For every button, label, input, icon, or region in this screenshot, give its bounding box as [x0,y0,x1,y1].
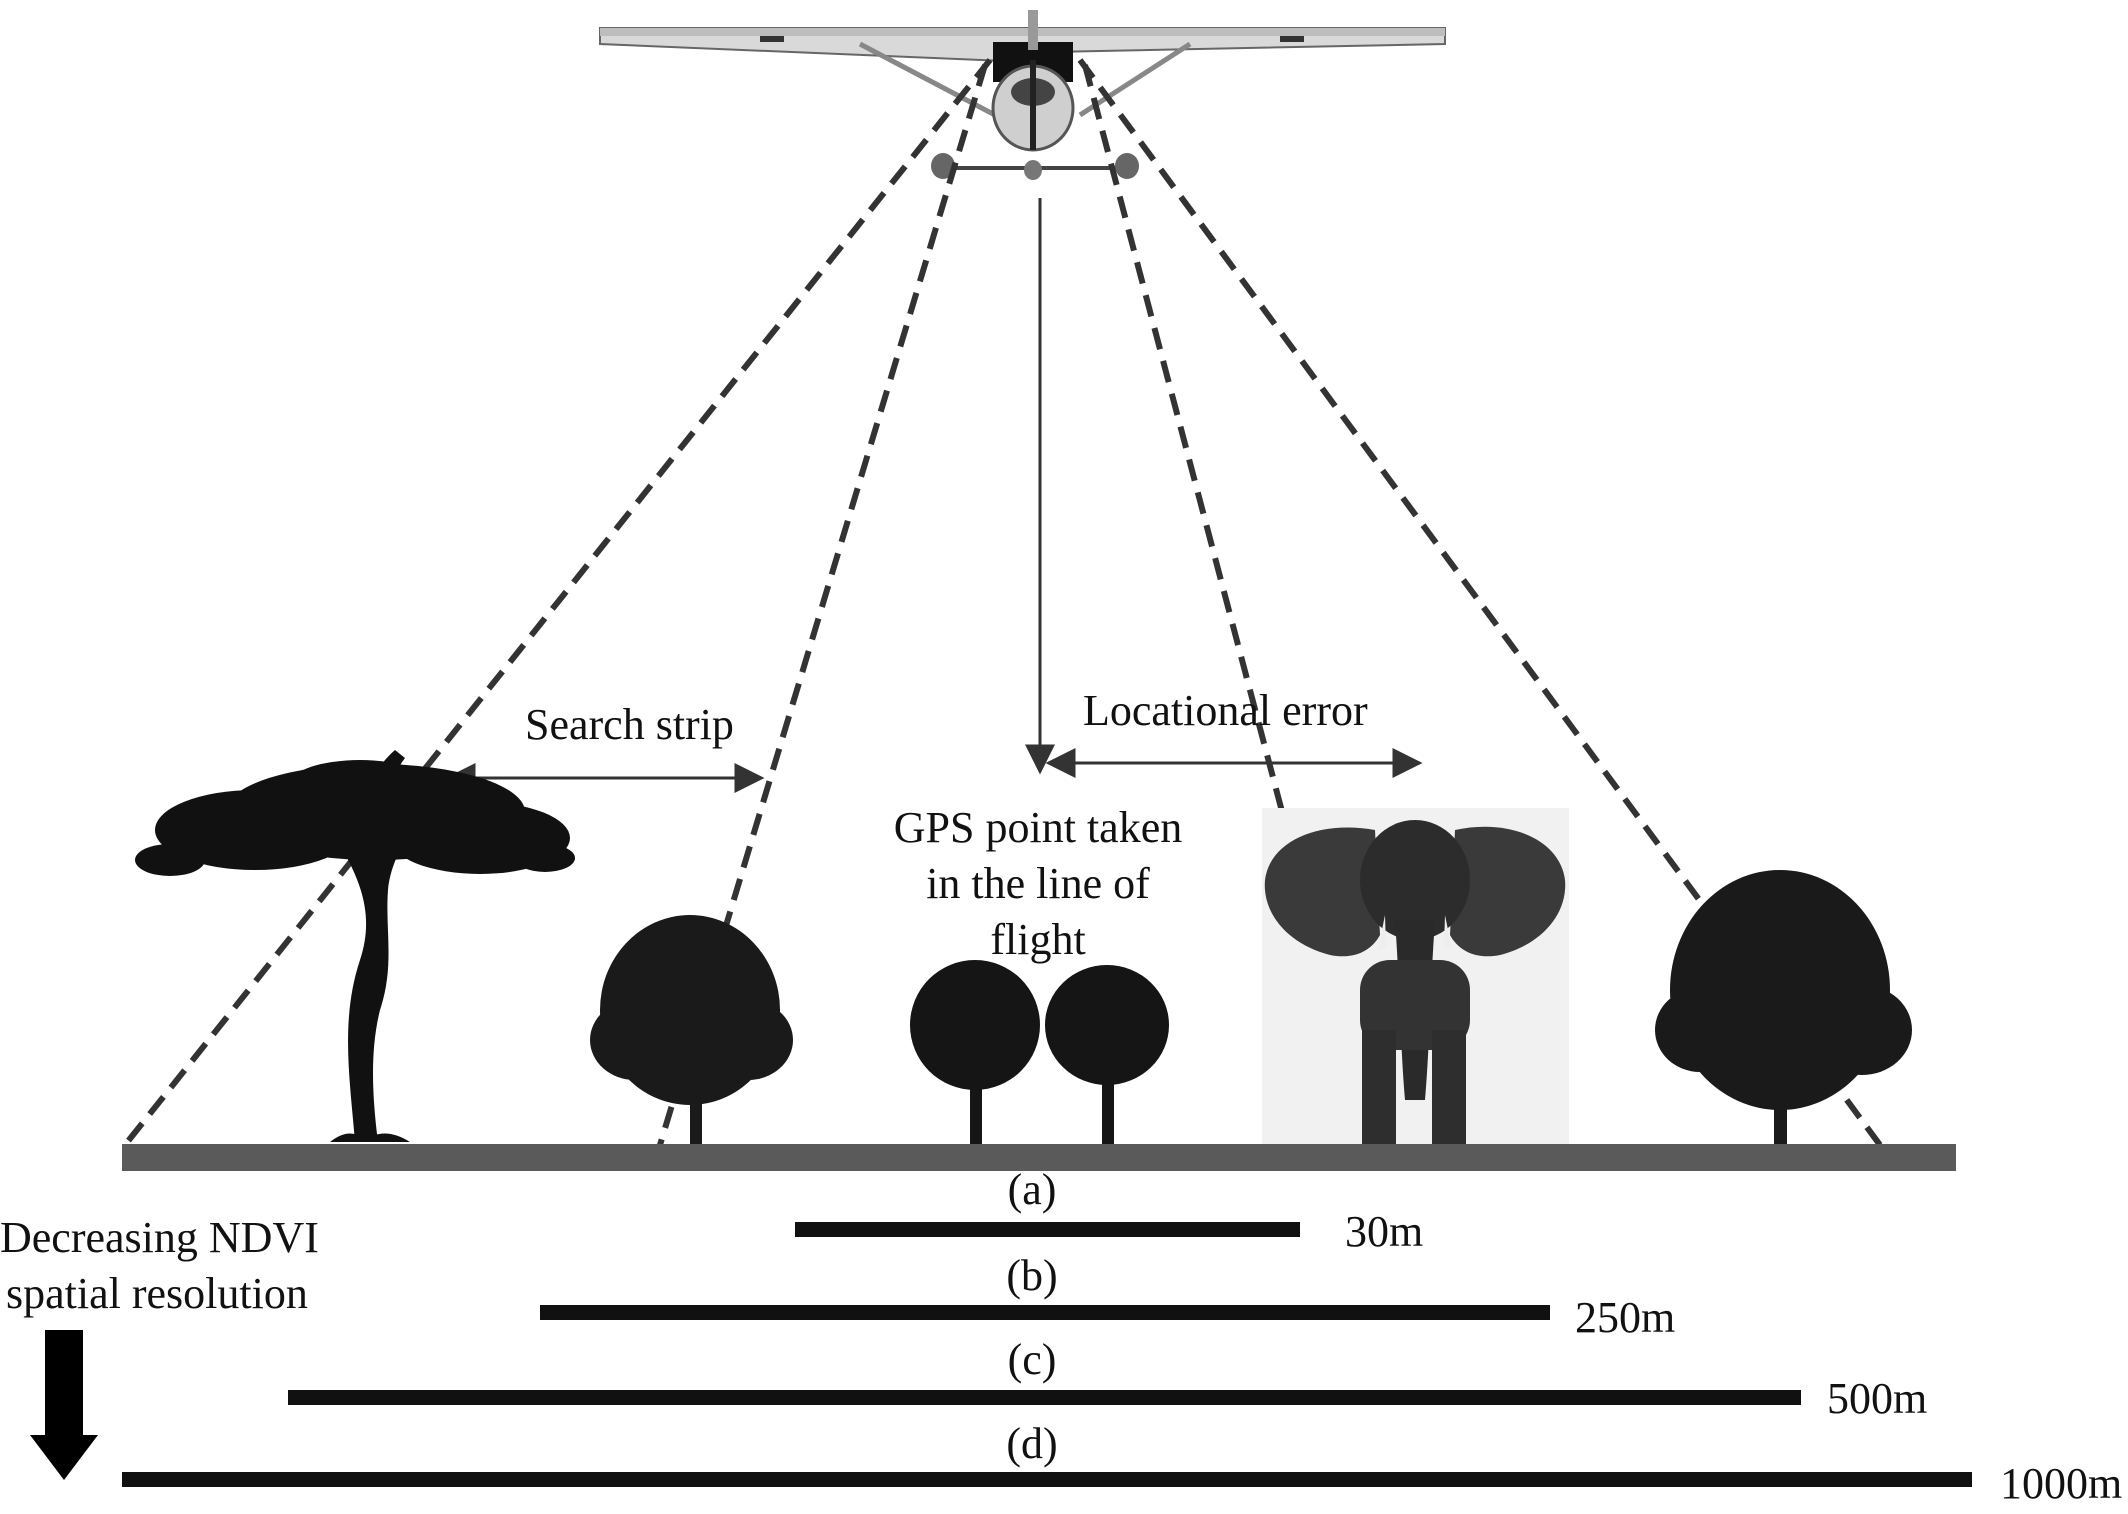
ndvi-label-line-2: spatial resolution [6,1269,308,1318]
twin-trees-icon [910,960,1169,1145]
resolution-tag-c: (c) [1007,1335,1057,1384]
down-arrow-icon [30,1330,98,1480]
outer-left-sight-line [122,58,993,1147]
resolution-value-c: 500m [1827,1374,1928,1423]
resolution-bar-c [288,1390,1801,1405]
resolution-value-d: 1000m [2000,1459,2123,1508]
airplane-icon [599,10,1446,180]
resolution-bar-a [795,1222,1300,1237]
ndvi-label-line-1: Decreasing NDVI [0,1213,319,1262]
resolution-value-b: 250m [1575,1293,1676,1342]
gps-label-line-2: in the line of [926,859,1150,908]
elephant-icon [1262,808,1569,1145]
search-strip-label: Search strip [525,700,734,749]
resolution-bar-d [122,1472,1972,1487]
gps-label-line-3: flight [990,915,1086,964]
ground-bar [122,1144,1956,1171]
resolution-bar-b [540,1305,1550,1320]
resolution-bars [122,1222,1972,1487]
gps-label-line-1: GPS point taken [893,803,1183,852]
resolution-tag-d: (d) [1006,1419,1058,1468]
right-tree-icon [1655,870,1912,1145]
gps-point-label: GPS point taken in the line of flight [894,800,1182,968]
resolution-tag-b: (b) [1006,1251,1058,1300]
resolution-value-a: 30m [1345,1207,1424,1256]
resolution-tag-a: (a) [1007,1165,1057,1214]
acacia-tree-icon [135,750,575,1142]
locational-error-label: Locational error [1083,686,1368,735]
round-tree-icon [590,915,793,1145]
